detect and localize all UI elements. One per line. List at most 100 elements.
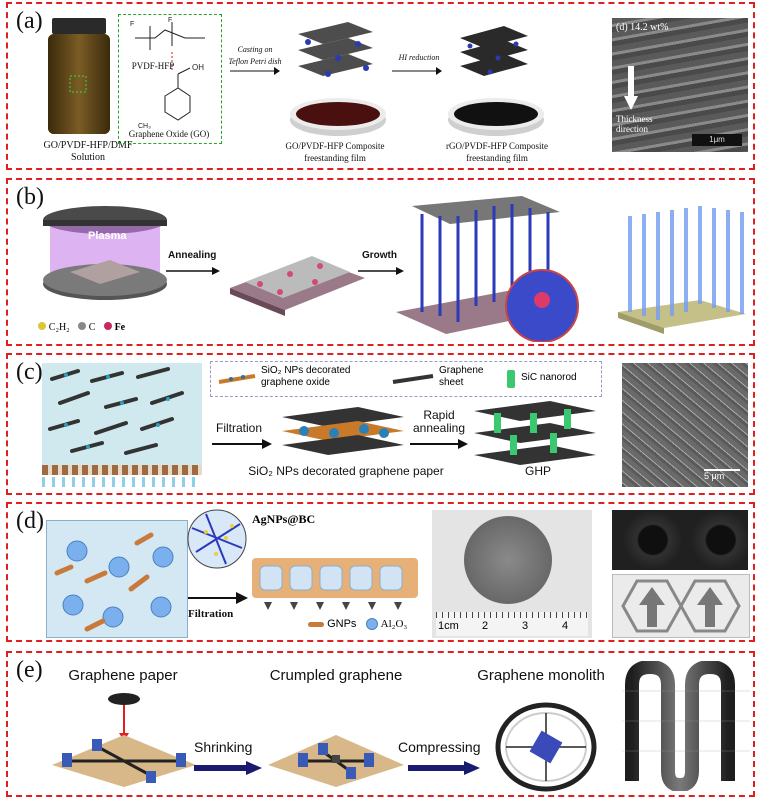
legend-sic: SiC nanorod	[521, 372, 577, 383]
step-shrinking: Shrinking	[194, 739, 253, 755]
ruler-label-2: 2	[482, 620, 489, 632]
svg-text:OH: OH	[192, 63, 204, 72]
graphene-sheet-icon	[392, 374, 434, 384]
arrow-right-icon	[408, 761, 480, 775]
stage-crumpled-graphene: Crumpled graphene	[269, 667, 403, 684]
hexagon-arrow-schematic	[621, 579, 741, 633]
sem-label: (d) 14.2 wt%	[616, 22, 669, 33]
inset-label: AgNPs@BC	[252, 512, 316, 526]
panel-b: (b) Plasma Annealing Growth	[6, 178, 755, 346]
ruler-label-4: 4	[562, 620, 569, 632]
composite-layer-illustration	[252, 558, 418, 610]
step-rapid-annealing: Rapid annealing	[412, 408, 466, 435]
agnps-bc-inset	[187, 509, 247, 569]
step-filtration: Filtration	[216, 421, 263, 435]
go-film-label: GO/PVDF-HFP Composite freestanding film	[285, 141, 385, 163]
sic-nanorod-icon	[507, 370, 515, 388]
ruler-label-3: 3	[522, 620, 529, 632]
stage-graphene-paper: Graphene paper	[68, 667, 178, 684]
panel-tag: (b)	[16, 184, 44, 210]
step-filtration: Filtration	[188, 608, 234, 620]
go-composite-stack-illustration	[298, 22, 373, 77]
panel-tag: (c)	[16, 359, 43, 385]
arrow-icon	[212, 439, 272, 449]
panel-a: (a) GO/PVDF-HFP/DMF Solution F F OH CH₃ P…	[6, 2, 755, 170]
legend-c: C	[88, 322, 96, 333]
dispersion-illustration	[42, 363, 202, 465]
legend-b: C₂H₂ C Fe	[38, 322, 125, 333]
arrow-icon	[230, 67, 280, 75]
sio2-sheet-icon	[218, 374, 256, 384]
step-compressing: Compressing	[398, 739, 481, 755]
legend-al2o3: Al₂O₃	[380, 618, 408, 630]
solution-jar-illustration	[48, 18, 110, 134]
gnp-al2o3-dispersion	[54, 532, 174, 632]
rgo-composite-stack-illustration	[460, 26, 528, 76]
arrow-icon	[410, 439, 468, 449]
legend-sio2: SiO₂ NPs decorated graphene oxide	[261, 365, 351, 388]
sem-image-a: (d) 14.2 wt% Thickness direction 1μm	[612, 18, 748, 152]
svg-text:F: F	[168, 17, 172, 24]
paper-label: SiO₂ NPs decorated graphene paper	[248, 464, 444, 478]
crumpled-graphene-stage-illustration	[268, 735, 404, 787]
arrow-icon	[166, 267, 220, 275]
arrow-right-icon	[194, 761, 262, 775]
stage-graphene-monolith: Graphene monolith	[477, 667, 605, 684]
ruler: 1cm 2 3 4	[436, 612, 588, 636]
rgo-film-dish-illustration	[448, 98, 544, 136]
sem-arrow-label: Thickness direction	[616, 114, 653, 134]
solution-label: GO/PVDF-HFP/DMF Solution	[43, 140, 133, 163]
legend-c: SiO₂ NPs decorated graphene oxide Graphe…	[210, 361, 602, 397]
graphene-monolith-stage-illustration	[495, 702, 597, 792]
sample-disc-photo: 1cm 2 3 4	[432, 510, 592, 638]
panel-c: (c) SiO₂ NPs decorated graphene oxide Gr…	[6, 353, 755, 495]
ghp-label: GHP	[524, 464, 551, 478]
arrow-down-icon	[624, 66, 638, 110]
panel-tag: (d)	[16, 508, 44, 534]
step-casting: Casting on Teflon Petri dish	[228, 45, 282, 66]
gnps-icon	[308, 621, 324, 627]
polymer-name: PVDF-HFP	[131, 61, 175, 71]
step-growth: Growth	[362, 250, 397, 261]
arrow-icon	[358, 267, 404, 275]
legend-c2h2: C₂H₂	[48, 322, 70, 333]
go-name: Graphene Oxide (GO)	[128, 129, 210, 139]
sem-image-c: 5 μm	[622, 363, 748, 487]
plasma-label: Plasma	[88, 230, 127, 242]
panel-tag: (e)	[16, 657, 43, 683]
ruler-label-1: 1cm	[438, 620, 459, 632]
panel-tag: (a)	[16, 8, 43, 34]
svg-text:CH₃: CH₃	[138, 123, 151, 130]
graphene-paper-stage-illustration	[52, 693, 196, 787]
chemical-structure-diagram: F F OH CH₃	[130, 17, 205, 130]
sio2-paper-stack-illustration	[282, 407, 404, 455]
legend-fe: Fe	[114, 322, 126, 333]
plasma-chamber-illustration	[43, 206, 167, 300]
sem-scale: 1μm	[709, 135, 725, 144]
sem-scale: 5 μm	[704, 471, 725, 481]
folded-monolith-photo	[622, 661, 750, 791]
sample-disc	[464, 516, 552, 604]
c2h2-icon	[38, 322, 46, 330]
structure-schematic	[612, 574, 750, 638]
go-sheet-dispersion	[48, 367, 184, 455]
dispersion-illustration	[46, 520, 188, 638]
legend-sheet: Graphene sheet	[439, 365, 484, 388]
filter-membrane	[42, 465, 202, 475]
legend-d: GNPs Al₂O₃	[308, 618, 408, 631]
sem-image-d	[612, 510, 748, 570]
annealed-substrate-illustration	[230, 256, 365, 316]
scale-bar	[704, 469, 740, 471]
step-annealing: Annealing	[168, 250, 217, 261]
scale-bar: 1μm	[692, 134, 742, 146]
step-hi-reduction: HI reduction	[398, 53, 440, 62]
panel-d: (d) AgNPs@BC Filtration GNPs Al₂O₃ 1cm 2	[6, 502, 755, 642]
rgo-film-label: rGO/PVDF-HFP Composite freestanding film	[446, 141, 548, 163]
nanotube-forest-illustration	[396, 196, 579, 342]
panel-e: (e) Graphene paper Shrinking Crumpled gr…	[6, 651, 755, 797]
svg-text:F: F	[130, 21, 134, 28]
arrow-icon	[392, 67, 442, 75]
legend-gnps: GNPs	[327, 618, 357, 630]
ghp-structure-illustration	[474, 401, 596, 465]
arrow-icon	[188, 592, 248, 604]
